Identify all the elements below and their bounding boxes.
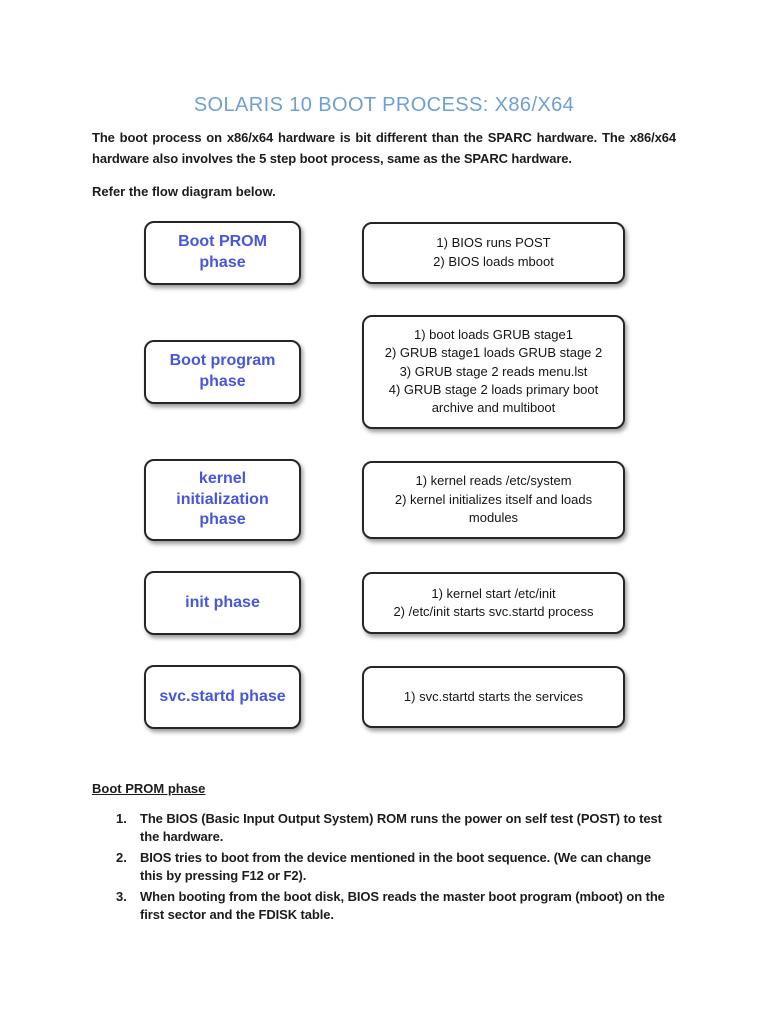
list-item-text: BIOS tries to boot from the device menti…: [140, 850, 652, 884]
page-title: SOLARIS 10 BOOT PROCESS: X86/X64: [193, 94, 575, 116]
detail-line: 2) BIOS loads mboot: [433, 253, 554, 269]
flow-row-boot-prom: Boot PROM phase 1) BIOS runs POST 2) BIO…: [92, 220, 676, 285]
section-heading-boot-prom: Boot PROM phase: [92, 781, 206, 797]
numbered-list: 1. The BIOS (Basic Input Output System) …: [92, 810, 676, 924]
phase-label: svc.startd phase: [159, 687, 286, 705]
intro-paragraph: The boot process on x86/x64 hardware is …: [92, 130, 676, 166]
phase-label: Boot PROM phase: [178, 232, 267, 271]
list-item-number: 3.: [116, 889, 127, 904]
list-item-text: When booting from the boot disk, BIOS re…: [140, 889, 665, 922]
page-content: SOLARIS 10 BOOT PROCESS: X86/X64 The boo…: [92, 94, 676, 924]
detail-line: 2) /etc/init starts svc.startd process: [393, 604, 594, 620]
detail-line: 1) kernel start /etc/init: [431, 585, 556, 601]
detail-line: 1) kernel reads /etc/system: [415, 473, 572, 489]
list-item-number: 1.: [116, 811, 127, 827]
detail-box-boot-program: 1) boot loads GRUB stage1 2) GRUB stage1…: [362, 314, 625, 429]
flow-row-svc-startd: svc.startd phase 1) svc.startd starts th…: [92, 665, 676, 730]
refer-line: Refer the flow diagram below.: [92, 183, 276, 199]
flow-row-init: init phase 1) kernel start /etc/init 2) …: [92, 571, 676, 636]
phase-box-boot-prom: Boot PROM phase: [144, 220, 301, 285]
phase-box-svc-startd: svc.startd phase: [144, 665, 301, 730]
detail-line: 2) GRUB stage1 loads GRUB stage 2: [384, 345, 603, 361]
detail-box-init: 1) kernel start /etc/init 2) /etc/init s…: [362, 572, 625, 635]
list-item: 3. When booting from the boot disk, BIOS…: [92, 888, 676, 924]
phase-box-init: init phase: [144, 571, 301, 636]
detail-line: 4) GRUB stage 2 loads primary boot archi…: [388, 381, 599, 416]
detail-line: 3) GRUB stage 2 reads menu.lst: [399, 363, 588, 379]
flow-row-boot-program: Boot program phase 1) boot loads GRUB st…: [92, 314, 676, 429]
list-item-text: The BIOS (Basic Input Output System) ROM…: [140, 811, 662, 845]
phase-box-kernel-init: kernel initialization phase: [144, 458, 301, 542]
list-item: 2. BIOS tries to boot from the device me…: [92, 849, 676, 885]
detail-line: 1) boot loads GRUB stage1: [414, 326, 573, 342]
boot-flow-diagram: Boot PROM phase 1) BIOS runs POST 2) BIO…: [92, 220, 676, 730]
flow-row-kernel-init: kernel initialization phase 1) kernel re…: [92, 458, 676, 542]
detail-box-kernel-init: 1) kernel reads /etc/system 2) kernel in…: [362, 461, 625, 539]
detail-line: 1) svc.startd starts the services: [403, 689, 584, 705]
detail-box-boot-prom: 1) BIOS runs POST 2) BIOS loads mboot: [362, 221, 625, 284]
list-item: 1. The BIOS (Basic Input Output System) …: [92, 810, 676, 846]
phase-label: init phase: [185, 593, 260, 611]
detail-line: 2) kernel initializes itself and loads m…: [394, 491, 593, 526]
list-item-number: 2.: [116, 850, 127, 866]
phase-box-boot-program: Boot program phase: [144, 339, 301, 404]
phase-label: Boot program phase: [169, 351, 276, 390]
detail-line: 1) BIOS runs POST: [436, 235, 551, 251]
detail-box-svc-startd: 1) svc.startd starts the services: [362, 666, 625, 729]
phase-label: kernel initialization phase: [176, 469, 269, 529]
